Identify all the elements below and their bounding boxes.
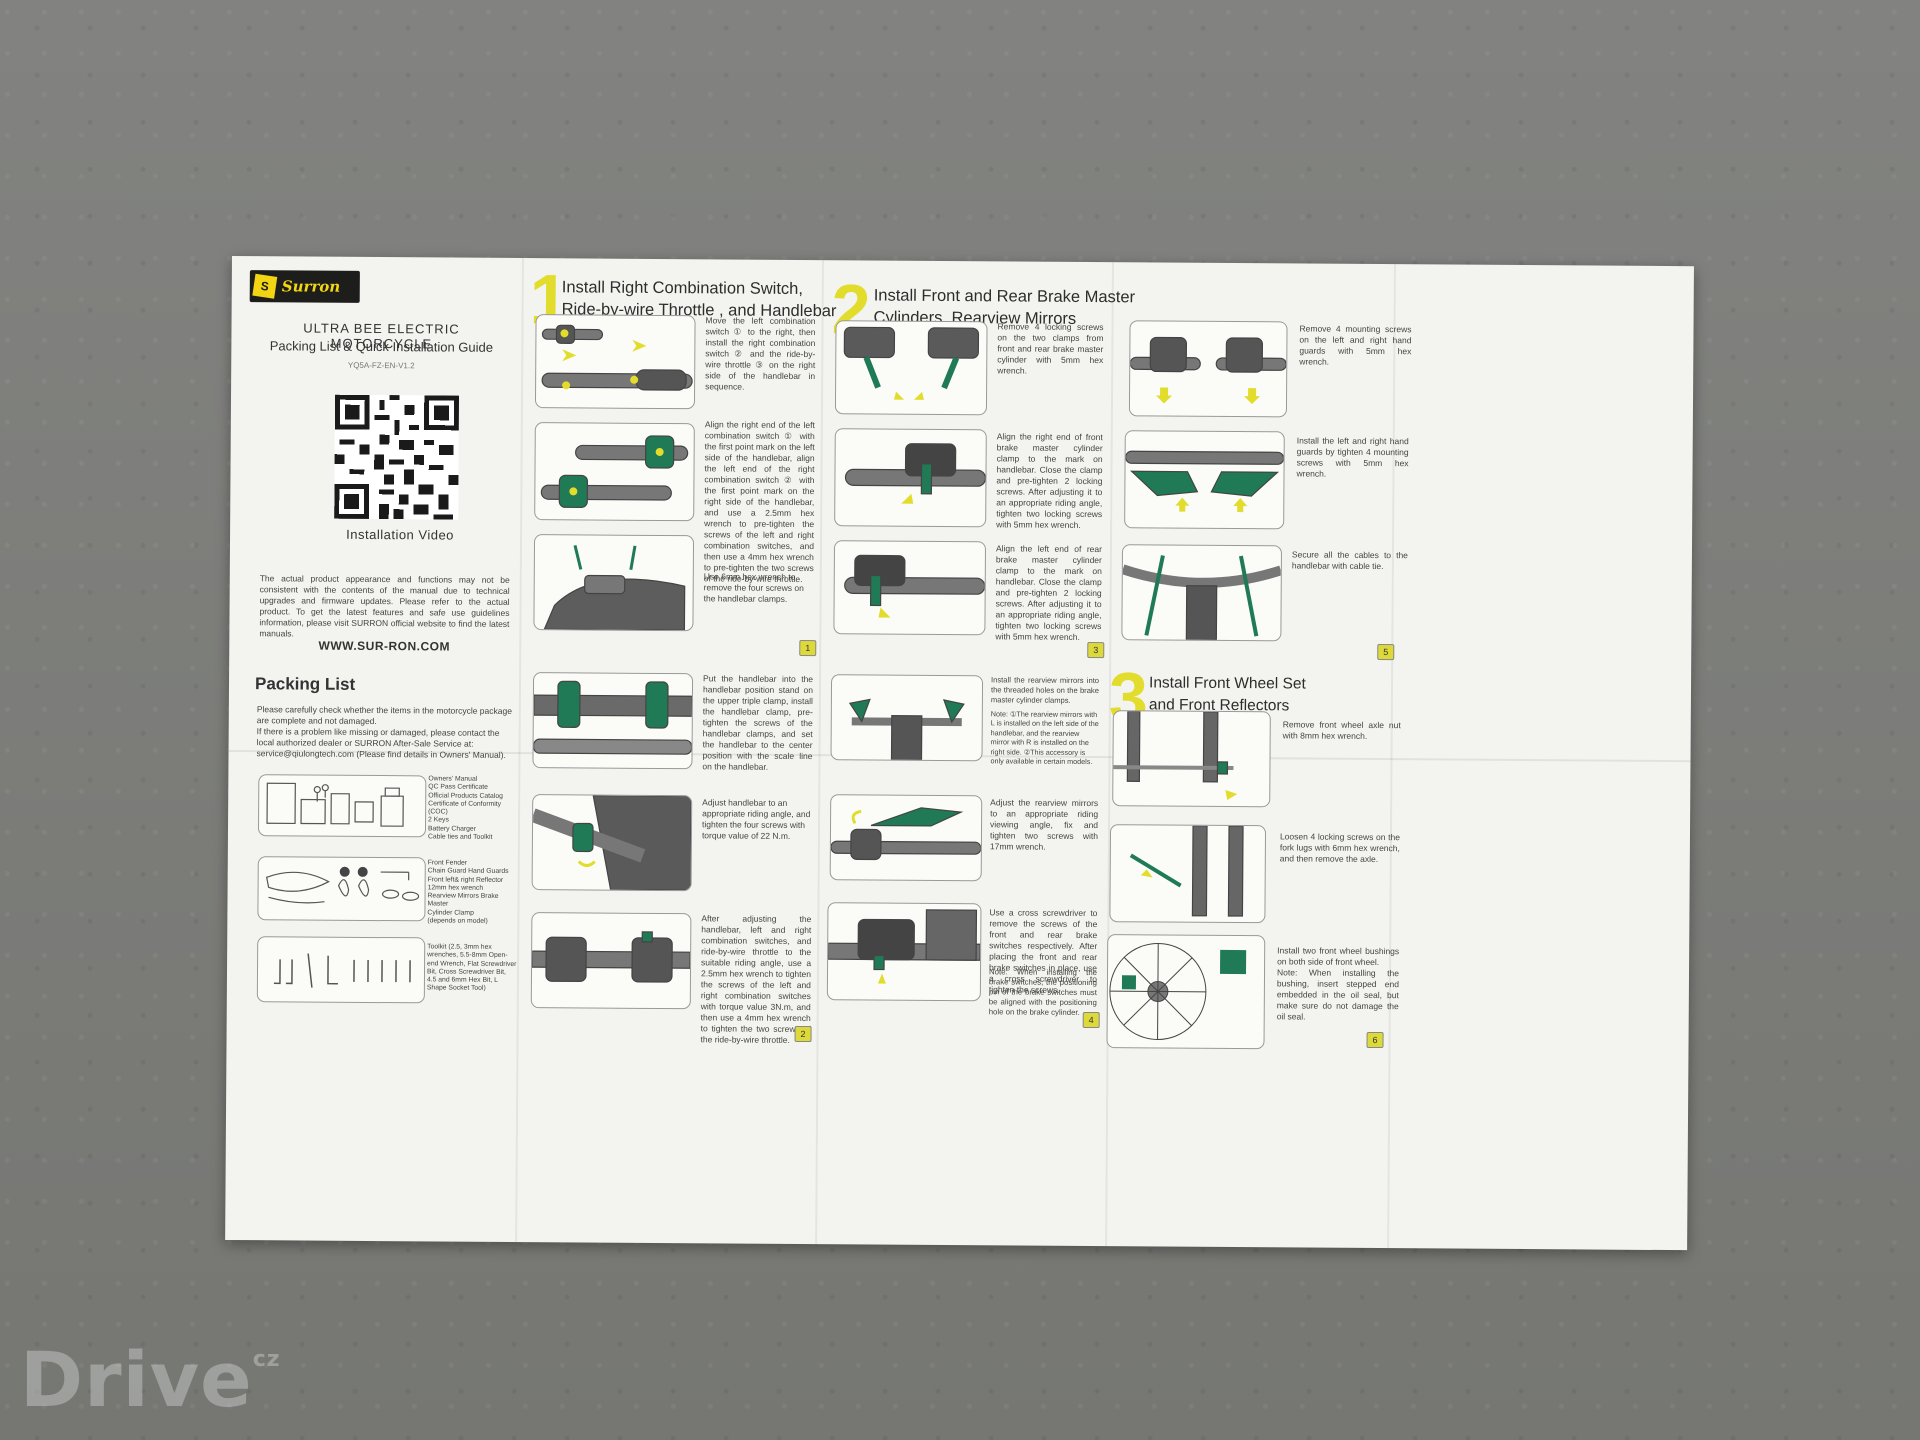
- website-link[interactable]: WWW.SUR-RON.COM: [318, 638, 451, 654]
- step-1-text-e: Adjust handlebar to an appropriate ridin…: [701, 797, 811, 841]
- step-3-note: Note: When installing the bushing, inser…: [1276, 967, 1400, 1022]
- page-number: 2: [794, 1025, 812, 1043]
- guards-text-a: Remove 4 mounting screws on the left and…: [1299, 323, 1412, 367]
- page-number: 4: [1082, 1011, 1100, 1029]
- step-3-illustration-a: [1112, 710, 1271, 808]
- step-2-text-b: Align the right end of front brake maste…: [996, 431, 1103, 530]
- step-1-illustration-e: [531, 794, 693, 892]
- step-1-illustration-c: [533, 534, 695, 632]
- step-1-text-a: Move the left combination switch ① to th…: [705, 315, 816, 392]
- step-2-illustration-a: [834, 320, 988, 416]
- qr-caption: Installation Video: [346, 526, 455, 543]
- step-3-illustration-b: [1109, 824, 1267, 924]
- step-2-text-d: Install the rearview mirrors into the th…: [990, 675, 1100, 705]
- step-3-illustration-c: [1106, 934, 1266, 1050]
- step-1-illustration-f: [530, 912, 692, 1010]
- step-2-illustration-f: [826, 902, 982, 1002]
- watermark-text: Drive: [20, 1335, 253, 1424]
- packing-group-toolkit: Toolkit (2.5, 3mm hex wrenches, 5.5-8mm …: [426, 943, 517, 993]
- packing-parts-illustration: [257, 856, 426, 922]
- fold-line: [815, 260, 824, 1245]
- brand-wordmark: Surron: [281, 277, 341, 296]
- brand-mark-icon: S: [252, 273, 278, 299]
- packing-group-docs: Owners' Manual QC Pass Certificate Offic…: [427, 775, 503, 841]
- step-2-text-a: Remove 4 locking screws on the two clamp…: [997, 321, 1104, 376]
- step-1-illustration-d: [532, 672, 694, 770]
- document-code: YQ5A-FZ-EN-V1.2: [347, 360, 415, 371]
- guards-illustration-c: [1121, 544, 1283, 642]
- packing-group-parts: Front Fender Chain Guard Hand Guards Fro…: [427, 859, 509, 925]
- disclaimer-text: The actual product appearance and functi…: [259, 573, 510, 639]
- step-2-illustration-e: [829, 794, 983, 882]
- page-number: 1: [799, 639, 817, 657]
- cover-subtitle: Packing List & Quick Installation Guide: [269, 338, 494, 355]
- step-3-text-b: Loosen 4 locking screws on the fork lugs…: [1279, 831, 1401, 865]
- qr-code-image: [334, 394, 460, 520]
- step-2-text-e: Adjust the rearview mirrors to an approp…: [989, 797, 1099, 852]
- step-1-text-c: Use 6mm hex wrench to remove the four sc…: [703, 571, 804, 604]
- step-2-note-a: Note: ①The rearview mirrors with L is in…: [990, 709, 1099, 767]
- guards-text-c: Secure all the cables to the handlebar w…: [1291, 549, 1408, 572]
- guards-illustration-a: [1128, 320, 1288, 418]
- guards-text-b: Install the left and right hand guards b…: [1296, 435, 1409, 479]
- step-2-note-b: Note: When installing the brake switches…: [988, 967, 1098, 1017]
- guards-illustration-b: [1124, 430, 1285, 530]
- watermark-suffix: cz: [252, 1347, 281, 1372]
- packing-list-title: Packing List: [254, 674, 356, 694]
- step-1-text-d: Put the handlebar into the handlebar pos…: [702, 673, 814, 772]
- step-2-text-c: Align the left end of rear brake master …: [995, 543, 1103, 642]
- step-2-illustration-b: [834, 428, 987, 528]
- fold-line: [1387, 264, 1396, 1249]
- step-1-text-b: Align the right end of the left combinat…: [703, 419, 815, 584]
- packing-intro: Please carefully check whether the items…: [256, 704, 512, 760]
- page-number: 5: [1377, 644, 1395, 661]
- surron-logo: S Surron: [249, 270, 360, 303]
- step-1-illustration-b: [534, 422, 695, 522]
- step-2-illustration-d: [830, 674, 984, 762]
- step-3-text-c: Install two front wheel bushings on both…: [1277, 945, 1400, 968]
- packing-docs-illustration: [257, 774, 427, 838]
- drive-cz-watermark: Drivecz: [20, 1335, 281, 1424]
- step-3-text-a: Remove front wheel axle nut with 8mm hex…: [1282, 719, 1401, 741]
- page-number: 3: [1087, 641, 1105, 659]
- packing-toolkit-illustration: [256, 936, 426, 1004]
- page-number: 6: [1366, 1031, 1384, 1049]
- instruction-sheet: S Surron ULTRA BEE ELECTRIC MOTORCYCLE P…: [225, 256, 1694, 1251]
- step-2-illustration-c: [833, 540, 987, 636]
- step-1-illustration-a: [534, 314, 696, 410]
